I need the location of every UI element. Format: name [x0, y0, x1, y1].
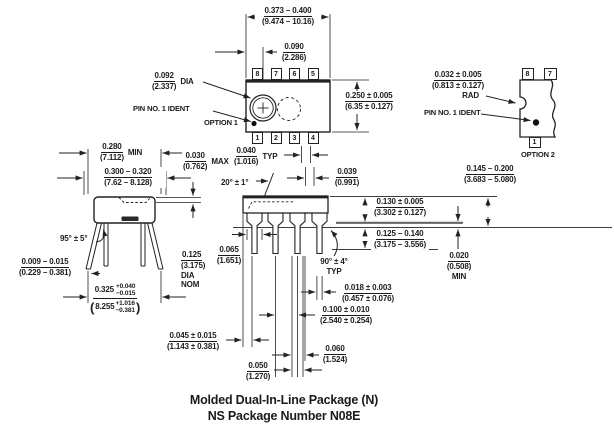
dim-pin1-offset: 0.090 (2.286): [277, 42, 311, 63]
top-view-pin-1: 1: [252, 132, 263, 144]
dim-standoff: 0.020 (0.508) MIN: [440, 251, 478, 281]
dim-060: 0.060 (1.524): [319, 344, 351, 365]
dim-shoulder-height: 0.130 ± 0.005 (3.302 ± 0.127): [371, 197, 429, 218]
figure-caption: Molded Dual-In-Line Package (N) NS Packa…: [134, 392, 434, 424]
option1-label: OPTION 1: [204, 117, 238, 127]
dim-tip-offset: 0.045 ± 0.015 (1.143 ± 0.381): [161, 331, 225, 352]
lead-angle-label: 95° ± 5°: [60, 233, 88, 243]
end-view-linework: [57, 149, 191, 303]
dim-body-height: 0.145 – 0.200 (3.683 – 5.080): [454, 164, 526, 185]
pin1-ident-label-option2: PIN NO. 1 IDENT: [424, 108, 481, 118]
chamfer-angle-label: 20° ± 1°: [221, 178, 249, 188]
dim-gap-030: 0.030 (0.762) MAX: [182, 151, 229, 172]
dim-overall-width: 0.373 – 0.400 (9.474 – 10.16): [255, 6, 321, 27]
top-view-pin-5: 5: [307, 68, 319, 80]
caption-line1: Molded Dual-In-Line Package (N): [189, 393, 379, 407]
top-view-pin-2: 2: [270, 132, 282, 144]
dim-hole-dia: 0.125 (3.175) DIA NOM: [180, 250, 207, 290]
dim-pitch: 0.100 ± 0.010 (2.540 ± 0.254): [315, 305, 377, 326]
dim-050: 0.050 (1.270): [242, 361, 274, 382]
top-view-pin-7: 7: [270, 68, 282, 80]
lead-bend-angle-label: 90° ± 4° TYP: [320, 257, 348, 276]
dim-lead-span-min: 0.280 (7.112) MIN: [99, 142, 143, 163]
top-view-pin-6: 6: [289, 68, 300, 80]
top-view-pin-3: 3: [289, 132, 300, 144]
top-view-linework: [202, 14, 369, 133]
option2-pin-8: 8: [521, 68, 534, 80]
dim-lead-width: 0.018 ± 0.003 (0.457 ± 0.076): [336, 283, 400, 304]
dim-ident-rad: 0.032 ± 0.005 (0.813 ± 0.127) RAD: [431, 70, 485, 100]
top-view-pin-4: 4: [307, 132, 319, 144]
caption-line2: NS Package Number N08E: [207, 409, 361, 423]
dim-039: 0.039 (0.991): [329, 167, 365, 188]
dim-ident-dia: 0.092 (2.337) DIA: [151, 71, 194, 92]
option2-pin-7: 7: [543, 68, 557, 80]
dim-lead-spread: 0.325 +0.040 −0.015 ( 8.255 +1.016 −0.38…: [90, 283, 141, 315]
option2-label: OPTION 2: [521, 150, 555, 160]
dim-lead-thickness: 0.009 – 0.015 (0.229 – 0.381): [6, 257, 84, 278]
pin1-ident-label: PIN NO. 1 IDENT: [133, 104, 190, 114]
option2-view-linework: [480, 79, 557, 138]
front-view-linework: [156, 146, 491, 377]
option2-pin-1: 1: [528, 137, 541, 148]
dim-body-width: 0.250 ± 0.005 (6.35 ± 0.127): [338, 91, 400, 112]
dim-shoulder-width: 0.065 (1.651): [216, 245, 242, 266]
dim-lead-span: 0.300 – 0.320 (7.62 – 8.128): [90, 167, 166, 188]
dim-pin-gap: 0.040 (1.016) TYP: [233, 146, 278, 167]
top-view-pin-8: 8: [252, 68, 263, 80]
dim-lead-length: 0.125 – 0.140 (3.175 – 3.556): [371, 229, 429, 250]
